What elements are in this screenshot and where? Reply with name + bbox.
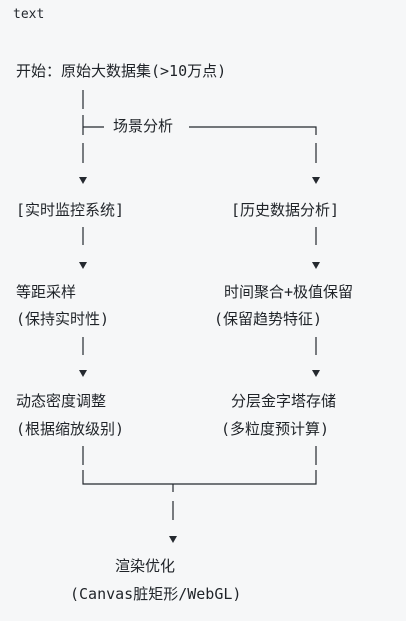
arrow-left-3 [79,370,87,377]
arrow-right-1 [312,177,320,184]
end-note: (Canvas脏矩形/WebGL) [70,585,242,603]
scene-analysis-label: 场景分析 [113,117,174,135]
arrow-right-2 [312,262,320,269]
left-adjust-note: (根据缩放级别) [16,420,125,438]
left-system-node: [实时监控系统] [16,201,125,219]
end-node: 渲染优化 [115,557,176,575]
right-system-node: [历史数据分析] [231,201,340,219]
right-adjust-note: (多粒度预计算) [221,420,330,438]
right-method-note: (保留趋势特征) [214,310,323,328]
left-method-node: 等距采样 [16,283,77,301]
arrow-end [169,536,177,543]
code-language-label: text [13,7,45,22]
arrow-left-2 [79,262,87,269]
left-method-note: (保持实时性) [16,310,110,328]
merge-line [82,470,317,485]
arrow-right-3 [312,370,320,377]
start-node: 开始：原始大数据集(>10万点) [16,62,227,80]
left-adjust-node: 动态密度调整 [16,392,107,410]
right-adjust-node: 分层金字塔存储 [231,392,337,410]
right-method-node: 时间聚合+极值保留 [224,283,354,301]
branch-horizontal-right [189,126,317,135]
arrow-left-1 [79,177,87,184]
